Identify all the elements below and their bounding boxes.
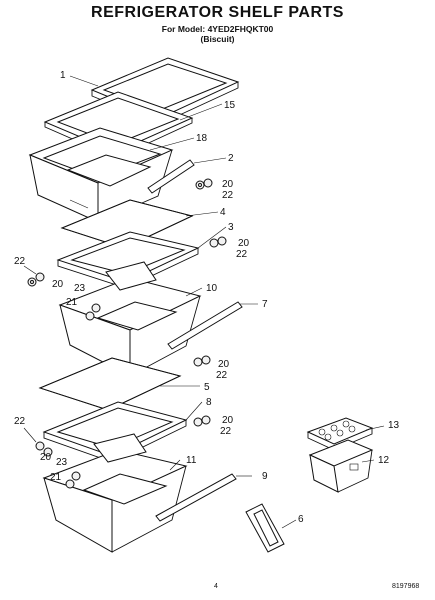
callout-10: 10 bbox=[206, 283, 218, 294]
callout-22d: 22 bbox=[216, 370, 228, 381]
fastener-set-3 bbox=[209, 236, 227, 248]
fastener-set-lower-left bbox=[35, 441, 53, 457]
part-5-wire-shelf bbox=[38, 357, 182, 411]
callout-13: 13 bbox=[388, 420, 400, 431]
leader-lines bbox=[23, 75, 385, 529]
callout-4: 4 bbox=[220, 207, 226, 218]
fastener-set-lower-right bbox=[193, 415, 211, 427]
callout-1: 1 bbox=[60, 70, 66, 81]
part-7-rail bbox=[167, 301, 243, 350]
part-6-trim bbox=[245, 503, 285, 553]
part-13-egg-tray bbox=[306, 417, 374, 451]
callout-20b: 20 bbox=[238, 238, 250, 249]
callout-9: 9 bbox=[262, 471, 268, 482]
callout-23b: 23 bbox=[56, 457, 68, 468]
fastener-set-mid bbox=[193, 355, 211, 367]
fastener-set-left bbox=[27, 272, 45, 287]
document-number: 8197968 bbox=[392, 583, 420, 590]
part-21-23-lower bbox=[65, 471, 81, 489]
part-12-egg-bin bbox=[308, 439, 374, 493]
callout-labels: 1 15 18 2 20 22 4 3 20 22 22 20 23 21 10… bbox=[14, 70, 400, 525]
callout-11: 11 bbox=[186, 455, 197, 466]
part-4-wire-shelf bbox=[60, 199, 194, 249]
callout-20e: 20 bbox=[222, 415, 234, 426]
part-8-cover-frame bbox=[42, 401, 188, 463]
callout-20f: 20 bbox=[40, 452, 52, 463]
page-number: 4 bbox=[214, 583, 218, 590]
part-2-rail bbox=[147, 159, 195, 194]
callout-12: 12 bbox=[378, 455, 390, 466]
callout-20c: 20 bbox=[52, 279, 64, 290]
callout-22a: 22 bbox=[222, 190, 234, 201]
page-title: REFRIGERATOR SHELF PARTS bbox=[91, 4, 344, 21]
callout-21b: 21 bbox=[50, 472, 62, 483]
callout-18: 18 bbox=[196, 133, 208, 144]
callout-5: 5 bbox=[204, 382, 210, 393]
callout-7: 7 bbox=[262, 299, 268, 310]
color-line: (Biscuit) bbox=[200, 34, 235, 44]
callout-2: 2 bbox=[228, 153, 234, 164]
part-18-upper-crisper bbox=[28, 127, 174, 223]
callout-15: 15 bbox=[224, 100, 236, 111]
callout-20a: 20 bbox=[222, 179, 234, 190]
callout-21a: 21 bbox=[66, 297, 78, 308]
part-9-rail bbox=[155, 473, 237, 522]
part-11-lower-crisper bbox=[42, 433, 188, 553]
callout-22c: 22 bbox=[14, 256, 26, 267]
callout-23a: 23 bbox=[74, 283, 86, 294]
callout-6: 6 bbox=[298, 514, 304, 525]
callout-22b: 22 bbox=[236, 249, 248, 260]
callout-3: 3 bbox=[228, 222, 234, 233]
callout-22e: 22 bbox=[220, 426, 232, 437]
fastener-set-upper bbox=[195, 178, 213, 190]
model-line: For Model: 4YED2FHQKT00 bbox=[161, 24, 274, 34]
callout-8: 8 bbox=[206, 397, 212, 408]
part-10-middle-crisper bbox=[58, 261, 202, 377]
callout-22f: 22 bbox=[14, 416, 26, 427]
part-21-23-upper bbox=[85, 303, 101, 321]
callout-20d: 20 bbox=[218, 359, 230, 370]
